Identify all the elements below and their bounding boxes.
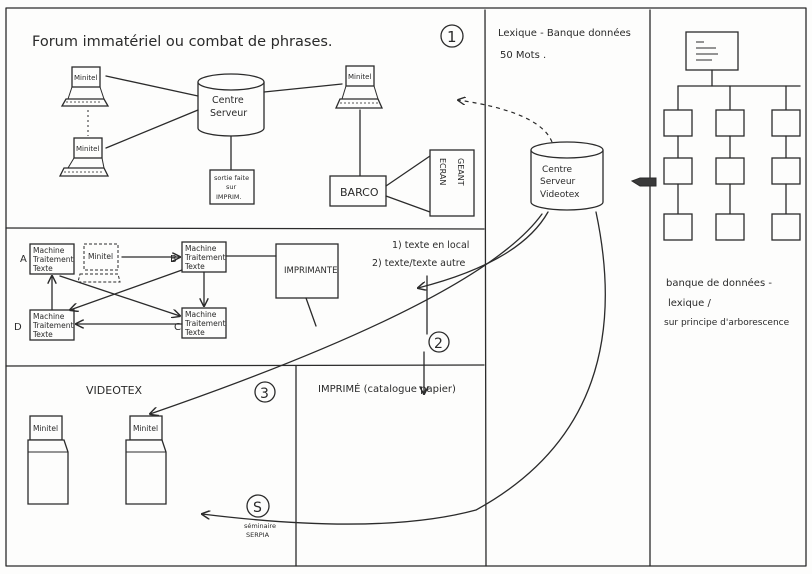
divider-left-center: [485, 10, 486, 566]
videotex-server-cylinder: Centre Serveur Videotex: [531, 142, 603, 210]
imprimante-box: IMPRIMANTE: [276, 244, 338, 298]
tree-column-2: [716, 110, 744, 240]
mots-count: 50 Mots .: [500, 50, 546, 61]
minitel-kiosk-2: Minitel: [126, 416, 166, 504]
svg-text:B: B: [170, 254, 177, 265]
seminar-marker: S séminaire SERPIA: [244, 495, 276, 539]
tree-root-box: [686, 32, 738, 70]
printout-box: sortie faite sur IMPRIM.: [210, 170, 254, 204]
svg-text:IMPRIMANTE: IMPRIMANTE: [284, 266, 337, 276]
svg-text:Texte: Texte: [184, 328, 205, 337]
svg-text:Texte: Texte: [32, 330, 53, 339]
svg-text:Texte: Texte: [184, 262, 205, 271]
svg-text:Traitement: Traitement: [184, 253, 225, 262]
giant-screen: ECRAN GEANT: [430, 150, 474, 216]
database-tree: banque de données - lexique / sur princi…: [664, 32, 800, 328]
database-caption-1: banque de données -: [666, 277, 772, 289]
note-local: 1) texte en local: [392, 240, 469, 251]
tree-column-3: [772, 110, 800, 240]
database-caption-3: sur principe d'arborescence: [664, 318, 790, 328]
svg-text:GEANT: GEANT: [456, 158, 465, 186]
svg-text:Videotex: Videotex: [540, 190, 580, 200]
svg-text:Centre: Centre: [212, 95, 244, 106]
machine-c: C Machine Traitement Texte: [174, 308, 226, 338]
svg-text:ECRAN: ECRAN: [438, 158, 447, 185]
videotex-title: VIDEOTEX: [86, 384, 143, 397]
svg-text:Traitement: Traitement: [184, 319, 225, 328]
svg-text:sortie faite: sortie faite: [214, 174, 249, 182]
svg-text:sur: sur: [226, 183, 237, 191]
barco-projector: BARCO: [330, 156, 430, 212]
machine-a: A Machine Traitement Texte: [20, 244, 74, 274]
svg-text:Machine: Machine: [33, 246, 65, 255]
thick-arrow-from-database: [632, 178, 656, 186]
panel-number-2: 2: [434, 336, 443, 352]
svg-text:séminaire: séminaire: [244, 522, 276, 530]
dashed-arrow-to-forum: [458, 100, 552, 142]
imprime-title: IMPRIMÉ (catalogue papier): [318, 382, 456, 395]
forum-title: Forum immatériel ou combat de phrases.: [32, 34, 333, 50]
svg-text:Machine: Machine: [33, 312, 65, 321]
minitel-top-left: Minitel: [62, 67, 108, 106]
svg-text:Machine: Machine: [185, 244, 217, 253]
minitel-kiosk-1: Minitel: [28, 416, 68, 504]
svg-text:Minitel: Minitel: [348, 73, 371, 81]
panel-number-3: 3: [260, 386, 269, 402]
svg-text:SERPIA: SERPIA: [246, 531, 270, 539]
panel-1-forum: Forum immatériel ou combat de phrases. 1…: [32, 25, 474, 216]
panel-2-local-text: A Machine Traitement Texte Minitel B Mac…: [14, 240, 469, 394]
svg-text:Traitement: Traitement: [32, 321, 73, 330]
minitel-bottom-left: Minitel: [60, 138, 108, 176]
svg-text:BARCO: BARCO: [340, 186, 379, 199]
centre-serveur-cylinder: Centre Serveur: [198, 74, 264, 136]
panel-number-1: 1: [447, 28, 457, 46]
svg-text:Serveur: Serveur: [210, 108, 247, 119]
svg-text:Minitel: Minitel: [133, 424, 158, 433]
minitel-dashed: Minitel: [78, 244, 120, 282]
svg-text:Machine: Machine: [185, 310, 217, 319]
machine-d: D Machine Traitement Texte: [14, 310, 74, 340]
note-text-other: 2) texte/texte autre: [372, 258, 465, 269]
svg-text:IMPRIM.: IMPRIM.: [216, 193, 242, 201]
svg-text:Minitel: Minitel: [74, 74, 97, 82]
tree-column-1: [664, 110, 692, 240]
svg-text:Texte: Texte: [32, 264, 53, 273]
divider-panel2-panel3: [6, 365, 484, 366]
svg-text:Minitel: Minitel: [33, 424, 58, 433]
svg-text:Minitel: Minitel: [76, 145, 99, 153]
minitel-top-right: Minitel: [336, 66, 382, 108]
svg-text:Traitement: Traitement: [32, 255, 73, 264]
svg-text:Minitel: Minitel: [88, 252, 113, 261]
panel-3-outputs: VIDEOTEX 3 Minitel Minitel IMPRIMÉ (cata…: [28, 382, 456, 539]
svg-text:Serveur: Serveur: [540, 177, 576, 187]
svg-text:D: D: [14, 322, 22, 333]
database-caption-2: lexique /: [668, 298, 711, 309]
svg-text:A: A: [20, 254, 27, 265]
svg-text:Centre: Centre: [542, 165, 573, 175]
lexique-title: Lexique - Banque données: [498, 27, 631, 39]
svg-text:S: S: [253, 500, 262, 516]
divider-panel1-panel2: [6, 228, 484, 229]
